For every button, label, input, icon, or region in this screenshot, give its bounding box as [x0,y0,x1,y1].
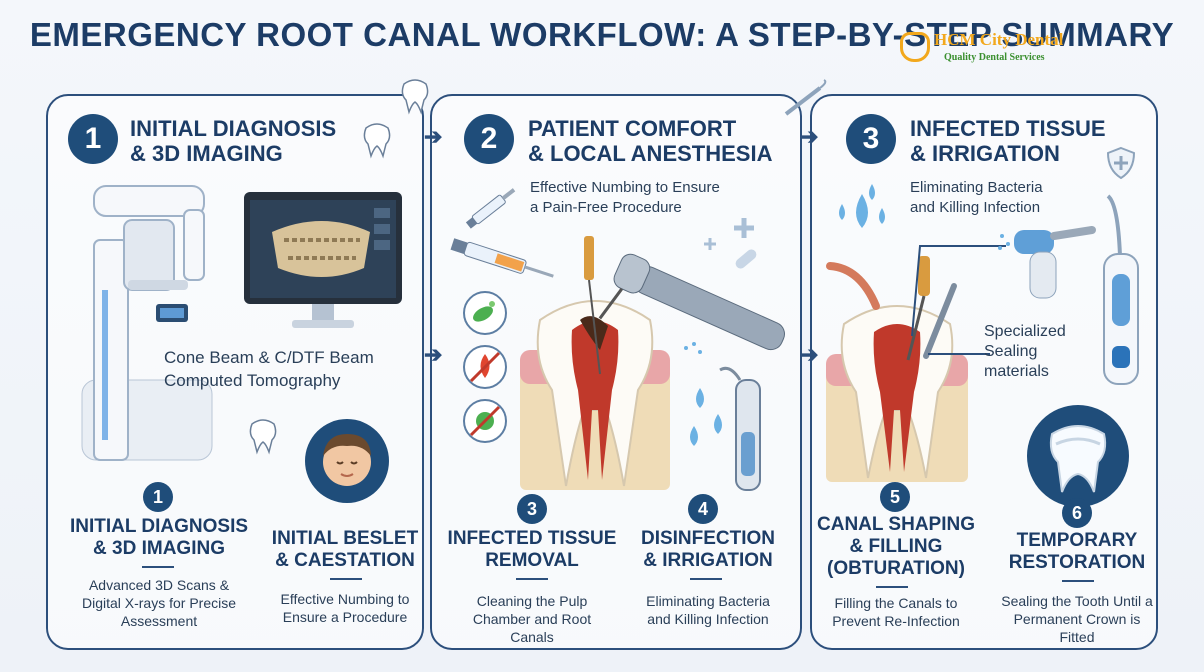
step-title: INFECTED TISSUE REMOVAL [447,528,617,571]
irrigation-tips-icon [826,256,957,361]
sparkle-icon [704,218,757,269]
tooth-cross-section-icon [520,300,670,490]
cbct-scanner-icon [81,185,213,461]
bacteria-icon [463,291,507,335]
dental-drill-icon [598,253,785,351]
arrow-right-icon: ➔ [800,342,819,367]
page-title: EMERGENCY ROOT CANAL WORKFLOW: A STEP-BY… [29,16,1175,53]
tooth-logo-icon [900,32,930,62]
step-title: CANAL SHAPING & FILLING (OBTURATION) [817,514,975,579]
step-description: Sealing the Tooth Until a Permanent Crow… [1001,593,1153,645]
arrow-right-icon: ➔ [424,124,443,149]
crown-tooth-icon [1027,405,1129,507]
step-description: Cleaning the Pulp Chamber and Root Canal… [472,593,592,645]
arrow-right-icon: ➔ [424,342,443,367]
callout-pointer-icon [911,245,1006,355]
divider [142,566,174,568]
panel-heading: INITIAL DIAGNOSIS & 3D IMAGING [130,116,337,166]
endo-file-icon [584,236,601,375]
no-inflammation-icon [463,345,507,389]
shield-icon [1106,146,1136,180]
divider [516,578,548,580]
monitor-xray-icon [244,192,402,328]
step-number-badge: 6 [1062,498,1092,528]
arrow-right-icon: ➔ [800,124,819,149]
irrigation-handpiece-icon [998,226,1096,299]
tooth-icon [363,123,391,159]
syringe-icon [450,238,554,278]
tooth-icon [249,419,277,455]
divider [330,578,362,580]
step-description: Filling the Canals to Prevent Re-Infecti… [832,595,960,629]
water-flosser-icon [1103,194,1139,385]
step-number-badge: 1 [68,114,118,164]
step-description: Advanced 3D Scans & Digital X-rays for P… [81,577,237,629]
step-number-badge: 3 [846,114,896,164]
divider [876,586,908,588]
syringe-icon [465,188,516,229]
dental-explorer-icon [784,79,827,116]
clinic-logo: HCM City Dental Quality Dental Services [900,30,1090,70]
divider [690,578,722,580]
panel-heading: INFECTED TISSUE & IRRIGATION [910,116,1106,166]
panel-subheading: Eliminating Bacteria and Killing Infecti… [910,179,1043,216]
panel-subheading: Effective Numbing to Ensure a Pain-Free … [530,179,720,216]
step-number-badge: 1 [143,482,173,512]
panel-heading: PATIENT COMFORT & LOCAL ANESTHESIA [528,116,773,166]
step-number-badge: 4 [688,494,718,524]
step-number-badge: 5 [880,482,910,512]
callout-text: Specialized Sealing materials [984,323,1066,380]
irrigation-handpiece-icon [719,366,761,491]
step-description: Eliminating Bacteria and Killing Infecti… [646,593,770,627]
step-title: TEMPORARY RESTORATION [1008,530,1146,573]
logo-name: HCM City Dental [934,30,1064,49]
step-number-badge: 3 [517,494,547,524]
image-caption: Cone Beam & C/DTF Beam Computed Tomograp… [164,348,374,390]
tooth-cross-section-icon [826,305,968,482]
step-description: Effective Numbing to Ensure a Procedure [280,591,410,625]
divider [1062,580,1094,582]
water-drop-icon [839,184,885,228]
logo-tagline: Quality Dental Services [944,52,1045,63]
patient-avatar-icon [305,419,389,503]
step-number-badge: 2 [464,114,514,164]
step-title: DISINFECTION & IRRIGATION [640,528,776,571]
no-germ-icon [463,399,507,443]
tooth-icon [401,79,429,115]
step-title: INITIAL BESLET & CAESTATION [271,528,419,571]
water-drop-icon [684,342,722,446]
step-title: INITIAL DIAGNOSIS & 3D IMAGING [69,516,249,559]
